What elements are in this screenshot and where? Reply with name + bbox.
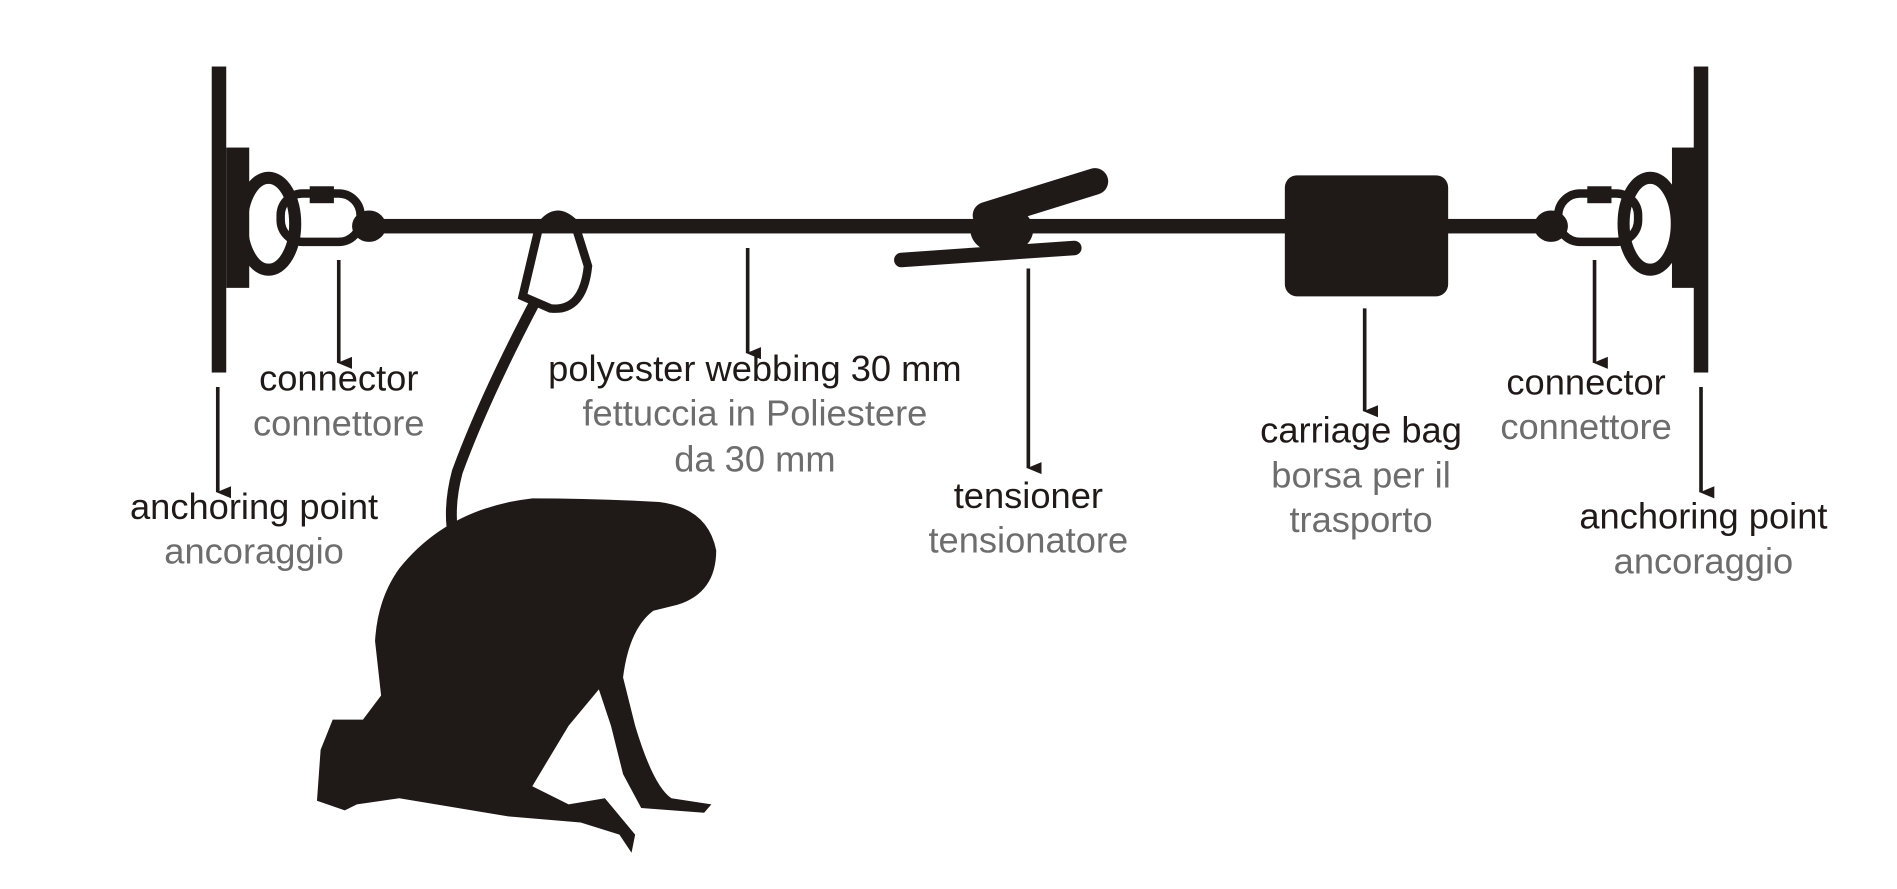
- tensioner-icon: [894, 168, 1109, 268]
- label-connector-left-en: connector: [259, 358, 418, 399]
- carriage-bag-icon: [1284, 175, 1449, 297]
- right-anchor-post: [1671, 66, 1709, 373]
- label-connector-right-en: connector: [1506, 361, 1665, 402]
- label-carriage-bag-en: carriage bag: [1260, 410, 1462, 451]
- right-anchor-ring: [1617, 171, 1683, 276]
- label-anchoring-right-it: ancoraggio: [1614, 540, 1794, 581]
- label-webbing-en: polyester webbing 30 mm: [548, 348, 961, 389]
- worker-silhouette: [316, 498, 717, 853]
- label-carriage-bag-it-2: trasporto: [1289, 499, 1432, 540]
- label-connector-left-it: connettore: [253, 402, 424, 443]
- right-connector-icon: [1534, 186, 1643, 247]
- label-webbing-it-1: fettuccia in Poliestere: [582, 393, 927, 434]
- label-anchoring-right-en: anchoring point: [1579, 496, 1827, 537]
- label-anchoring-left-it: ancoraggio: [164, 531, 344, 572]
- label-webbing-it-2: da 30 mm: [674, 439, 835, 480]
- label-connector-right-it: connettore: [1500, 406, 1671, 447]
- label-tensioner-it: tensionatore: [928, 520, 1128, 561]
- label-carriage-bag-it-1: borsa per il: [1271, 454, 1451, 495]
- left-anchor-ring: [235, 171, 302, 276]
- webbing-line: [368, 218, 1549, 234]
- label-anchoring-left-en: anchoring point: [130, 486, 378, 527]
- lanyard-carabiner-icon: [445, 210, 593, 540]
- label-tensioner-en: tensioner: [954, 475, 1103, 516]
